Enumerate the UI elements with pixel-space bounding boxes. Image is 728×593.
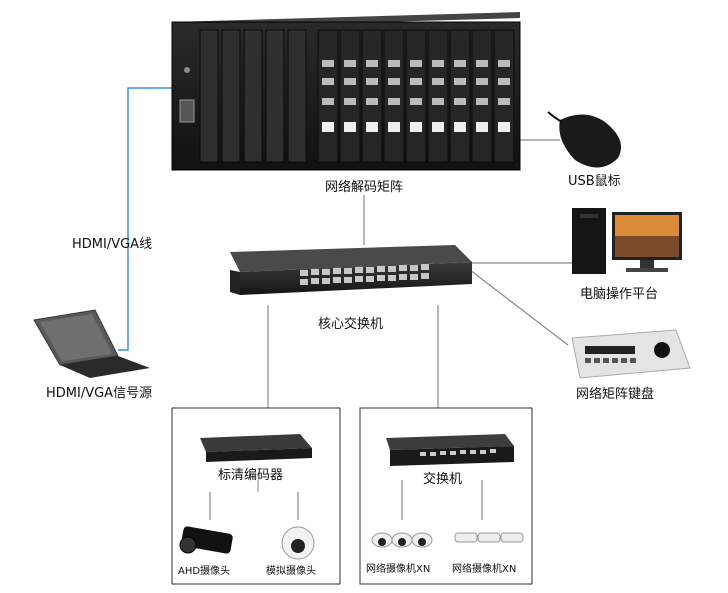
ip-camera-2-label: 网络摄像机XN [452,564,517,575]
sd-encoder-device [200,434,312,462]
access-switch-device [386,434,514,466]
ahd-camera-device [179,526,233,554]
usb-mouse-label: USB鼠标 [568,174,621,189]
ip-dome-cameras-device [371,532,433,548]
analog-camera-label: 模拟摄像头 [266,566,316,577]
pc-platform-label: 电脑操作平台 [580,287,659,302]
switch-group-box [359,407,533,585]
hdmi-source-label: HDMI/VGA信号源 [46,386,153,401]
switch-label: 交换机 [423,472,463,487]
analog-camera-device [281,526,315,560]
ip-bullet-cameras-device [454,532,524,543]
matrix-label: 网络解码矩阵 [325,180,404,195]
network-decoding-matrix-device [171,12,521,171]
ahd-camera-label: AHD摄像头 [178,566,231,577]
usb-mouse-device [547,111,622,168]
laptop-source-device [33,309,150,378]
core-switch-label: 核心交换机 [318,317,384,332]
keyboard-label: 网络矩阵键盘 [576,387,655,402]
network-keyboard-device [571,329,691,379]
core-switch-device [230,245,472,295]
pc-workstation-device [572,208,682,274]
encoder-group-box [171,407,341,585]
ip-camera-1-label: 网络摄像机XN [366,564,431,575]
encoder-label: 标清编码器 [218,468,284,483]
hdmi-line-label: HDMI/VGA线 [72,237,153,252]
core-to-keyboard-line [469,269,569,346]
